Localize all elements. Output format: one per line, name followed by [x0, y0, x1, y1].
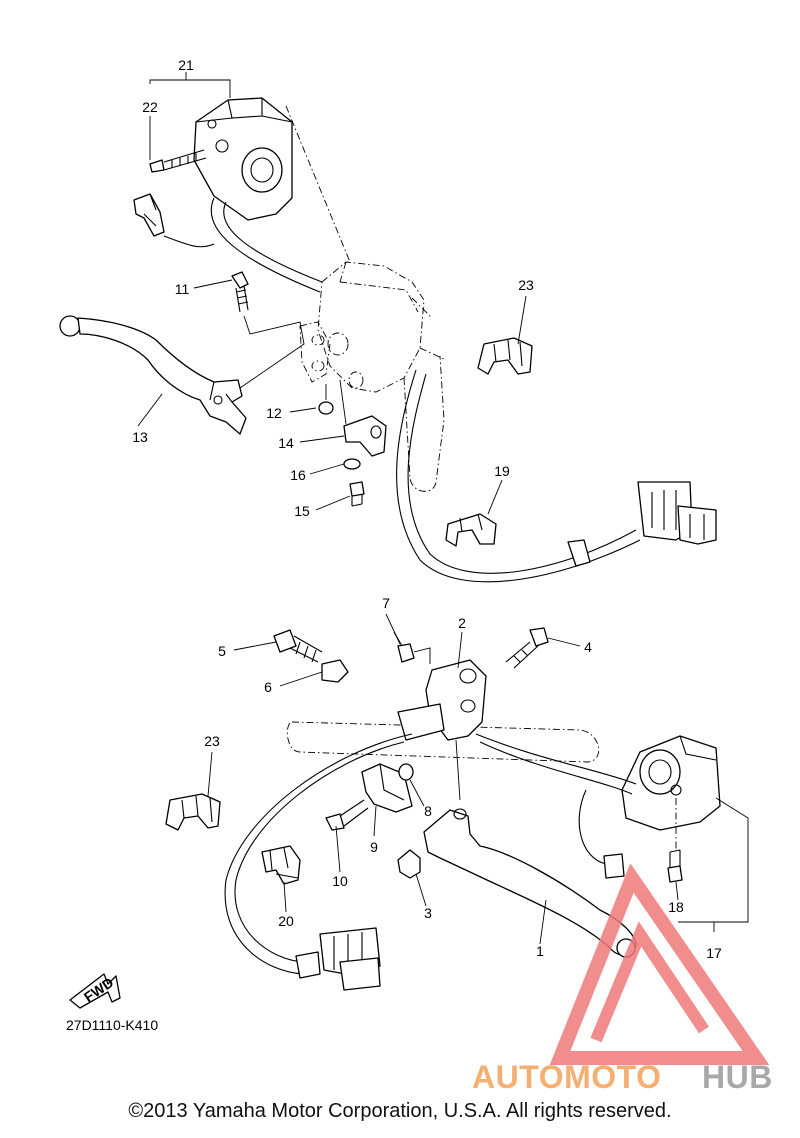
clamp-23-bottom — [165, 793, 221, 831]
callout-1: 1 — [536, 943, 544, 959]
callout-6: 6 — [264, 679, 272, 695]
callout-23-bottom: 23 — [204, 733, 220, 749]
top-wire-harness — [133, 193, 323, 293]
callout-9: 9 — [370, 839, 378, 855]
callout-2: 2 — [458, 615, 466, 631]
fwd-arrow: FWD — [69, 973, 121, 1009]
left-handlebar-switch-assembly — [149, 97, 293, 221]
clutch-lever — [59, 315, 247, 435]
callout-7: 7 — [382, 595, 390, 611]
callout-8: 8 — [424, 803, 432, 819]
callout-18: 18 — [668, 899, 684, 915]
watermark-text-automoto: AUTOMOTO — [472, 1059, 661, 1095]
callout-5: 5 — [218, 643, 226, 659]
small-hardware-top — [318, 379, 387, 507]
copyright-notice: ©2013 Yamaha Motor Corporation, U.S.A. A… — [128, 1100, 672, 1122]
right-handlebar-assembly — [224, 627, 721, 991]
watermark-text-hub: HUB — [702, 1059, 773, 1095]
callout-12: 12 — [266, 405, 282, 421]
clamp-23-top — [477, 337, 533, 375]
leader-lines — [137, 72, 749, 945]
lever-holder-assembly — [285, 105, 447, 492]
callout-19: 19 — [494, 463, 510, 479]
callout-13: 13 — [132, 429, 148, 445]
callout-3: 3 — [424, 905, 432, 921]
callout-20: 20 — [278, 913, 294, 929]
callout-14: 14 — [278, 435, 294, 451]
automotohub-logo — [549, 863, 770, 1065]
callout-10: 10 — [332, 873, 348, 889]
callout-17: 17 — [706, 945, 722, 961]
callout-23-top: 23 — [518, 277, 534, 293]
callout-22: 22 — [142, 99, 158, 115]
callout-4: 4 — [584, 639, 592, 655]
callout-15: 15 — [294, 503, 310, 519]
callout-11: 11 — [175, 281, 190, 297]
clamp-20 — [261, 845, 301, 885]
bolt-11 — [231, 271, 305, 389]
top-right-harness — [396, 369, 717, 583]
automotohub-watermark: AUTOMOTO HUB — [472, 863, 773, 1095]
callout-16: 16 — [290, 467, 306, 483]
callout-21: 21 — [178, 57, 194, 73]
diagram-code: 27D1110-K410 — [66, 1017, 158, 1033]
callout-numbers: 21 22 11 13 12 14 16 15 23 19 7 2 4 5 6 … — [132, 57, 722, 961]
clamp-19 — [445, 513, 497, 547]
